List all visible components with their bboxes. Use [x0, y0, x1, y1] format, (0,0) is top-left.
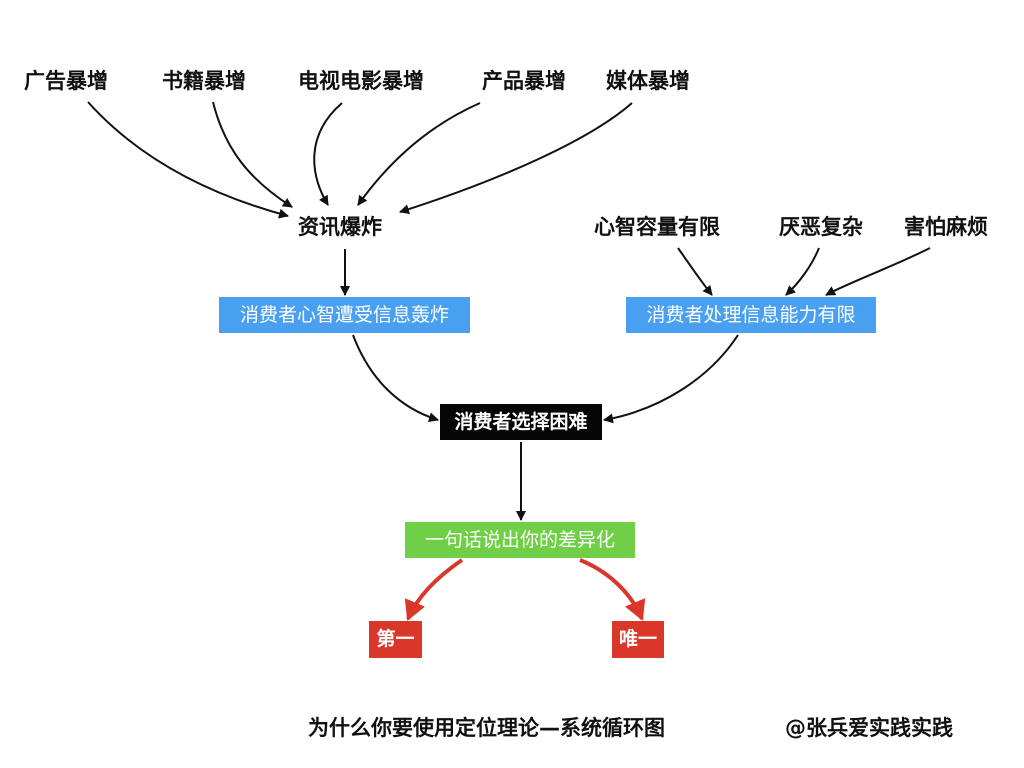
info-explosion: 资讯爆炸 — [298, 215, 382, 239]
node-choice-difficulty: 消费者选择困难 — [440, 404, 602, 440]
source-books: 书籍暴增 — [162, 69, 246, 93]
node-bombarded: 消费者心智遭受信息轰炸 — [219, 297, 470, 333]
arrow-trouble-to-processing — [825, 247, 931, 296]
source-products: 产品暴增 — [482, 69, 566, 93]
footer-author: @张兵爱实践实践 — [785, 716, 953, 740]
limit-mind-capacity: 心智容量有限 — [594, 215, 720, 239]
arrow-differentiation-to-only — [579, 558, 646, 621]
node-limited-processing: 消费者处理信息能力有限 — [626, 297, 876, 333]
node-differentiation: 一句话说出你的差异化 — [405, 522, 635, 558]
arrow-bombarded-to-choice — [352, 334, 439, 423]
limit-fear-trouble: 害怕麻烦 — [904, 215, 988, 239]
source-ads: 广告暴增 — [24, 69, 108, 93]
arrow-books-to-explosion — [212, 101, 293, 208]
arrow-media-to-explosion — [399, 102, 633, 215]
footer-title: 为什么你要使用定位理论—系统循环图 — [308, 716, 665, 740]
arrow-tv-to-explosion — [313, 102, 343, 206]
arrow-complexity-to-processing — [785, 247, 820, 296]
source-media: 媒体暴增 — [606, 69, 690, 93]
arrow-ads-to-explosion — [87, 101, 289, 219]
arrow-products-to-explosion — [357, 102, 481, 206]
arrow-processing-to-choice — [603, 334, 739, 424]
arrow-capacity-to-processing — [677, 247, 713, 296]
node-only: 唯一 — [612, 621, 664, 658]
arrow-differentiation-to-first — [404, 558, 464, 621]
node-first: 第一 — [369, 621, 422, 658]
limit-hate-complexity: 厌恶复杂 — [779, 215, 863, 239]
source-tv-film: 电视电影暴增 — [298, 69, 424, 93]
